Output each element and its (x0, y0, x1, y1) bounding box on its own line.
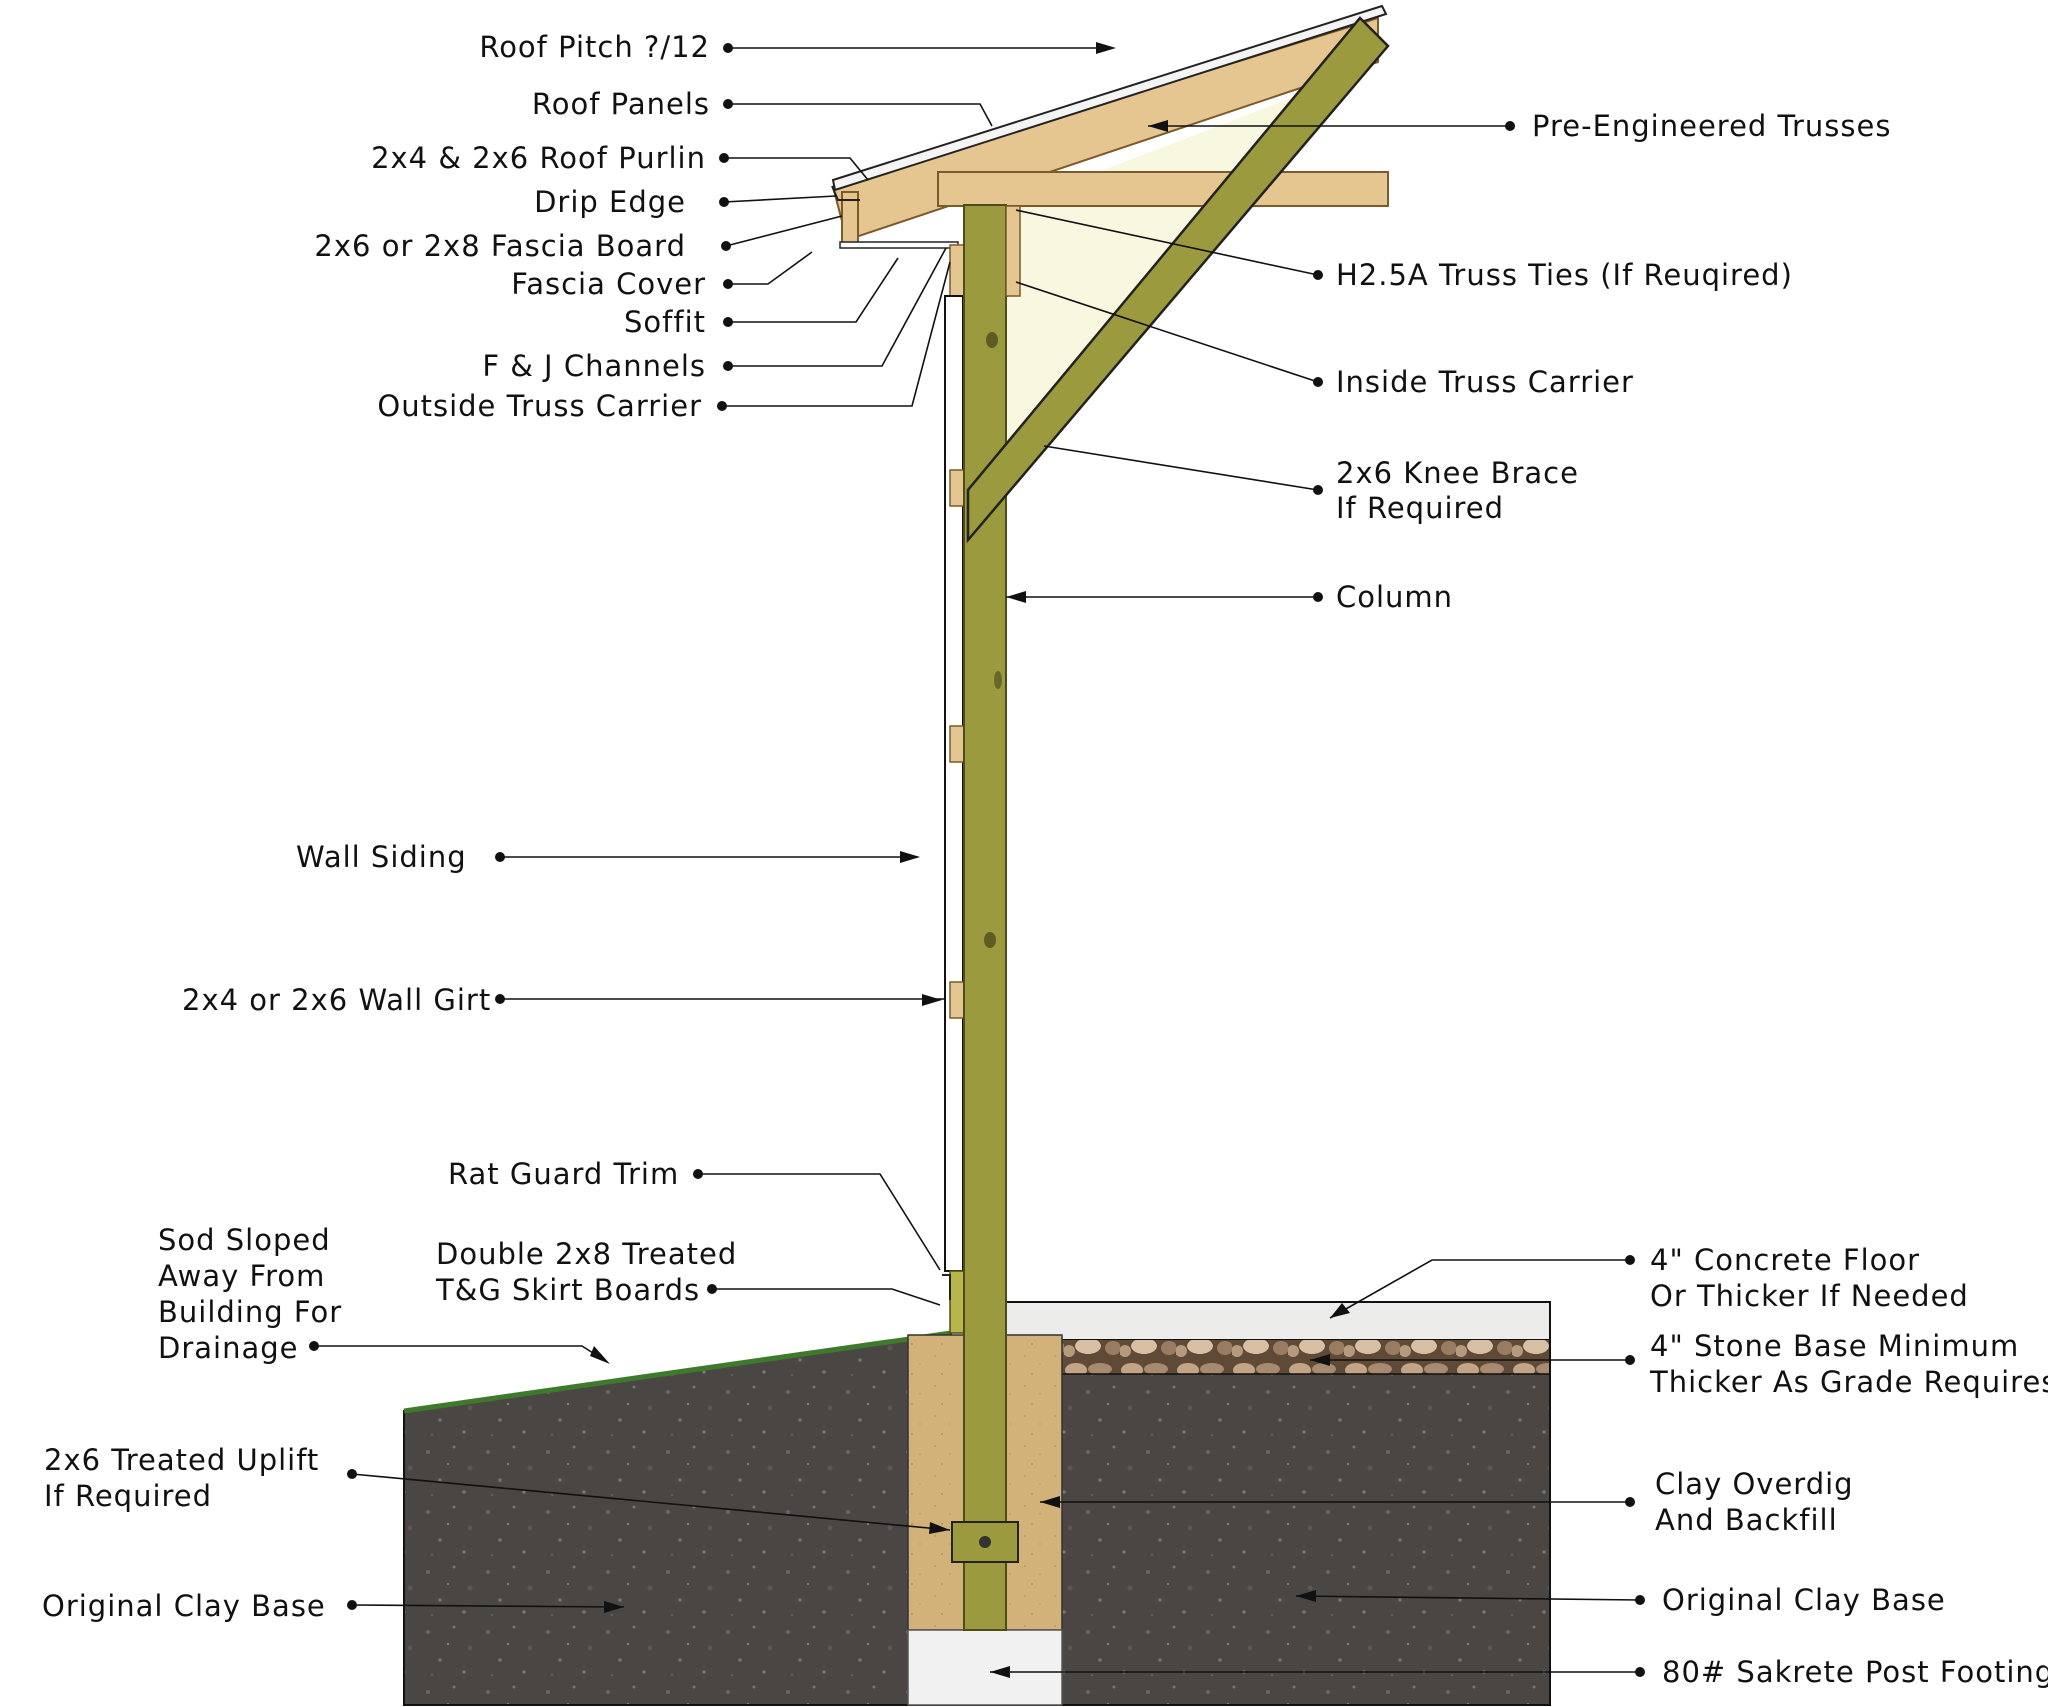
labels: Roof Pitch ?/12 Roof Panels 2x4 & 2x6 Ro… (42, 30, 2048, 1689)
drip-edge (831, 185, 860, 201)
label-inside-truss-carrier: Inside Truss Carrier (1336, 365, 1634, 399)
inside-truss-carrier (1005, 205, 1021, 297)
label-stone-base-line1: 4" Stone Base Minimum (1650, 1329, 2019, 1363)
label-post-footing: 80# Sakrete Post Footing (1662, 1655, 2048, 1689)
label-knee-brace-line1: 2x6 Knee Brace (1336, 456, 1579, 490)
label-clay-overdig-line2: And Backfill (1655, 1503, 1838, 1537)
leader-arrowheads (590, 42, 1350, 1678)
label-uplift-line2: If Required (44, 1479, 212, 1513)
label-concrete-floor-line2: Or Thicker If Needed (1650, 1279, 1969, 1313)
label-original-clay-base-left: Original Clay Base (42, 1589, 326, 1623)
label-fascia-board: 2x6 or 2x8 Fascia Board (314, 229, 686, 263)
wall-girt (949, 981, 965, 1019)
label-concrete-floor-line1: 4" Concrete Floor (1650, 1243, 1920, 1277)
concrete-floor (1003, 1301, 1551, 1341)
label-skirt-boards-line2: T&G Skirt Boards (435, 1273, 700, 1307)
truss-bottom-chord (937, 171, 1389, 207)
label-uplift-line1: 2x6 Treated Uplift (44, 1443, 319, 1477)
label-roof-pitch: Roof Pitch ?/12 (479, 30, 710, 64)
knee-brace (966, 16, 1390, 544)
label-original-clay-base-right: Original Clay Base (1662, 1583, 1946, 1617)
label-skirt-boards-line1: Double 2x8 Treated (436, 1237, 737, 1271)
wall-girt (949, 469, 965, 507)
wall-girt (949, 725, 965, 763)
label-truss-ties: H2.5A Truss Ties (If Reuqired) (1336, 258, 1793, 292)
leader-dots (309, 43, 1645, 1677)
label-drip-edge: Drip Edge (534, 185, 686, 219)
label-stone-base-line2: Thicker As Grade Requires (1649, 1365, 2048, 1399)
post-footing (907, 1629, 1063, 1706)
label-roof-purlin: 2x4 & 2x6 Roof Purlin (371, 141, 706, 175)
rat-guard-trim (942, 1274, 951, 1300)
label-roof-panels: Roof Panels (532, 87, 710, 121)
label-rat-guard-trim: Rat Guard Trim (448, 1157, 679, 1191)
label-column: Column (1336, 580, 1453, 614)
sod-slope (403, 1330, 952, 1414)
label-sod-line4: Drainage (158, 1331, 298, 1365)
label-fascia-cover: Fascia Cover (511, 267, 706, 301)
label-sod-line1: Sod Sloped (158, 1223, 331, 1257)
column (963, 204, 1007, 1631)
leader-lines (314, 47, 1641, 1673)
label-clay-overdig-line1: Clay Overdig (1655, 1467, 1854, 1501)
soffit (839, 241, 959, 249)
stone-base (1004, 1340, 1550, 1374)
label-fj-channels: F & J Channels (482, 349, 706, 383)
label-outside-truss-carrier: Outside Truss Carrier (377, 389, 702, 423)
label-knee-brace-line2: If Required (1336, 491, 1504, 525)
wall-siding (944, 295, 964, 1272)
skirt-boards (949, 1270, 965, 1334)
column-knots (984, 332, 1002, 948)
roof-panels (831, 4, 1388, 192)
label-sod-line3: Building For (158, 1295, 342, 1329)
label-wall-girt: 2x4 or 2x6 Wall Girt (182, 983, 491, 1017)
label-soffit: Soffit (624, 305, 706, 339)
label-sod-line2: Away From (158, 1259, 325, 1293)
label-wall-siding: Wall Siding (296, 840, 467, 874)
label-pre-engineered-trusses: Pre-Engineered Trusses (1532, 109, 1891, 143)
